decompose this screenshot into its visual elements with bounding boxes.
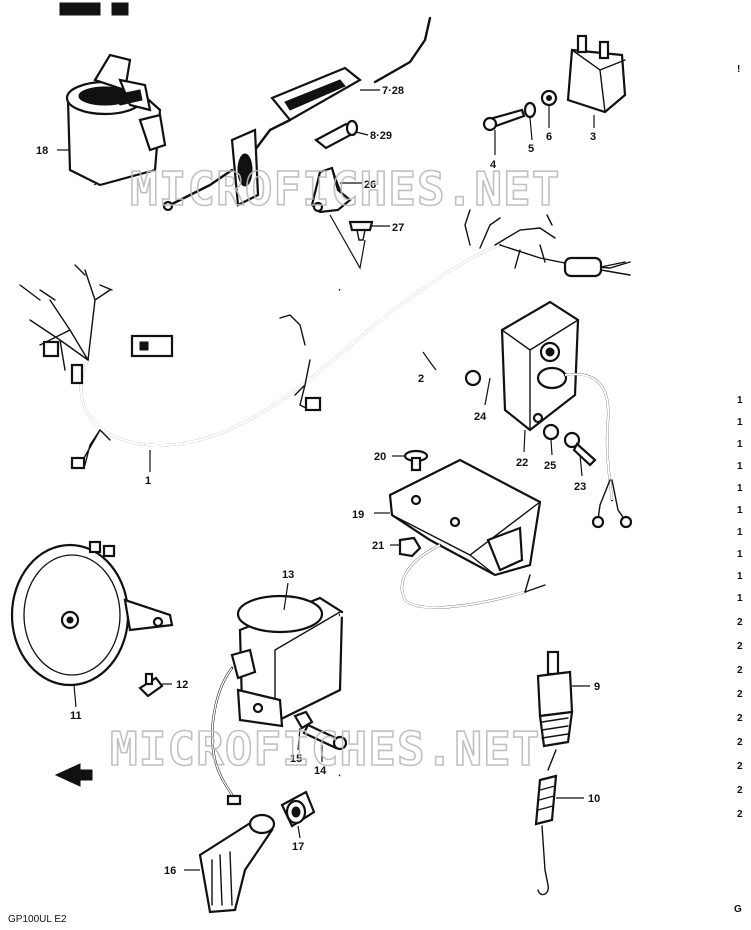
margin-fragment: G <box>734 904 742 915</box>
callout-5: 5 <box>528 143 534 155</box>
margin-fragment: 2 <box>737 665 743 676</box>
spring <box>534 749 558 896</box>
callout-17: 17 <box>292 841 304 853</box>
margin-fragment: 1 <box>737 571 743 582</box>
switch <box>536 650 574 748</box>
margin-fragment: 1 <box>737 593 743 604</box>
callout-14: 14 <box>314 765 327 777</box>
callout-10: 10 <box>588 793 600 805</box>
callout-24: 24 <box>474 411 487 423</box>
fuse <box>314 119 359 150</box>
callout-25: 25 <box>544 460 556 472</box>
margin-fragment: 2 <box>737 785 743 796</box>
margin-fragment: 1 <box>737 461 743 472</box>
cap-seal <box>280 790 316 828</box>
cdi-unit <box>388 458 546 609</box>
bolt <box>302 723 348 751</box>
callout-7-28: 7·28 <box>382 85 404 97</box>
margin-fragment: 1 <box>737 527 743 538</box>
ignition-switch <box>65 53 214 358</box>
leader-lines <box>57 89 595 871</box>
spark-plug-cap <box>198 813 276 914</box>
callout-6: 6 <box>546 131 552 143</box>
relay <box>566 34 627 114</box>
callout-11: 11 <box>70 710 82 722</box>
callout-1: 1 <box>145 475 151 487</box>
harness-connector <box>70 363 84 385</box>
margin-fragments: ! 1 1 1 1 1 1 1 1 1 1 2 2 2 2 2 2 2 2 2 … <box>734 64 743 915</box>
margin-fragment: 1 <box>737 549 743 560</box>
rod <box>338 288 482 387</box>
scan-artifact <box>111 2 129 16</box>
callout-22: 22 <box>516 457 528 469</box>
margin-fragment: 1 <box>737 395 743 406</box>
nut <box>293 710 314 730</box>
margin-fragment: 2 <box>737 761 743 772</box>
regulator-rectifier <box>500 300 633 529</box>
callout-2: 2 <box>418 373 424 385</box>
margin-fragment: 1 <box>737 417 743 428</box>
spring-washer <box>523 101 537 119</box>
screw <box>348 220 374 241</box>
model-code: GP100UL E2 <box>8 914 67 925</box>
harness-connector <box>70 456 86 470</box>
callout-15: 15 <box>290 753 302 765</box>
callout-19: 19 <box>352 509 364 521</box>
margin-fragment: 2 <box>737 689 743 700</box>
ignition-switch-connector <box>130 334 174 358</box>
margin-fragment: 1 <box>737 505 743 516</box>
margin-fragment: 2 <box>737 713 743 724</box>
callout-16: 16 <box>164 865 176 877</box>
margin-fragment: 1 <box>737 439 743 450</box>
bolt <box>403 449 429 472</box>
callout-21: 21 <box>372 540 384 552</box>
washer <box>542 423 560 441</box>
wiring-harness <box>19 209 631 470</box>
washer <box>540 89 558 107</box>
watermark: MICROFICHES.NET <box>110 722 540 776</box>
horn <box>10 540 174 687</box>
margin-fragment: 1 <box>737 483 743 494</box>
callout-13: 13 <box>282 569 294 581</box>
harness-connector <box>42 340 60 358</box>
margin-fragment: ! <box>737 64 740 75</box>
ignition-coil <box>211 594 395 806</box>
harness-connector <box>563 256 603 278</box>
nut <box>398 536 422 558</box>
front-direction-arrow <box>54 763 93 787</box>
callout-4: 4 <box>490 159 497 171</box>
callout-12: 12 <box>176 679 188 691</box>
callout-3: 3 <box>590 131 596 143</box>
harness-connector <box>304 396 322 412</box>
callout-27: 27 <box>392 222 404 234</box>
callout-20: 20 <box>374 451 386 463</box>
part-labels: 18 7·28 8·29 3 6 5 4 26 27 2 24 22 25 23… <box>36 85 600 877</box>
callout-8-29: 8·29 <box>370 130 392 142</box>
watermark: MICROFICHES.NET <box>130 162 560 216</box>
bolt <box>482 108 526 132</box>
fuse-holder <box>162 16 432 212</box>
callout-18: 18 <box>36 145 48 157</box>
margin-fragment: 2 <box>737 617 743 628</box>
callout-26: 26 <box>364 179 376 191</box>
margin-fragment: 2 <box>737 641 743 652</box>
scan-artifact <box>59 2 101 16</box>
callout-9: 9 <box>594 681 600 693</box>
callout-23: 23 <box>574 481 586 493</box>
margin-fragment: 2 <box>737 737 743 748</box>
bolt <box>563 431 597 467</box>
bracket <box>310 166 352 214</box>
bolt <box>138 672 164 698</box>
margin-fragment: 2 <box>737 809 743 820</box>
